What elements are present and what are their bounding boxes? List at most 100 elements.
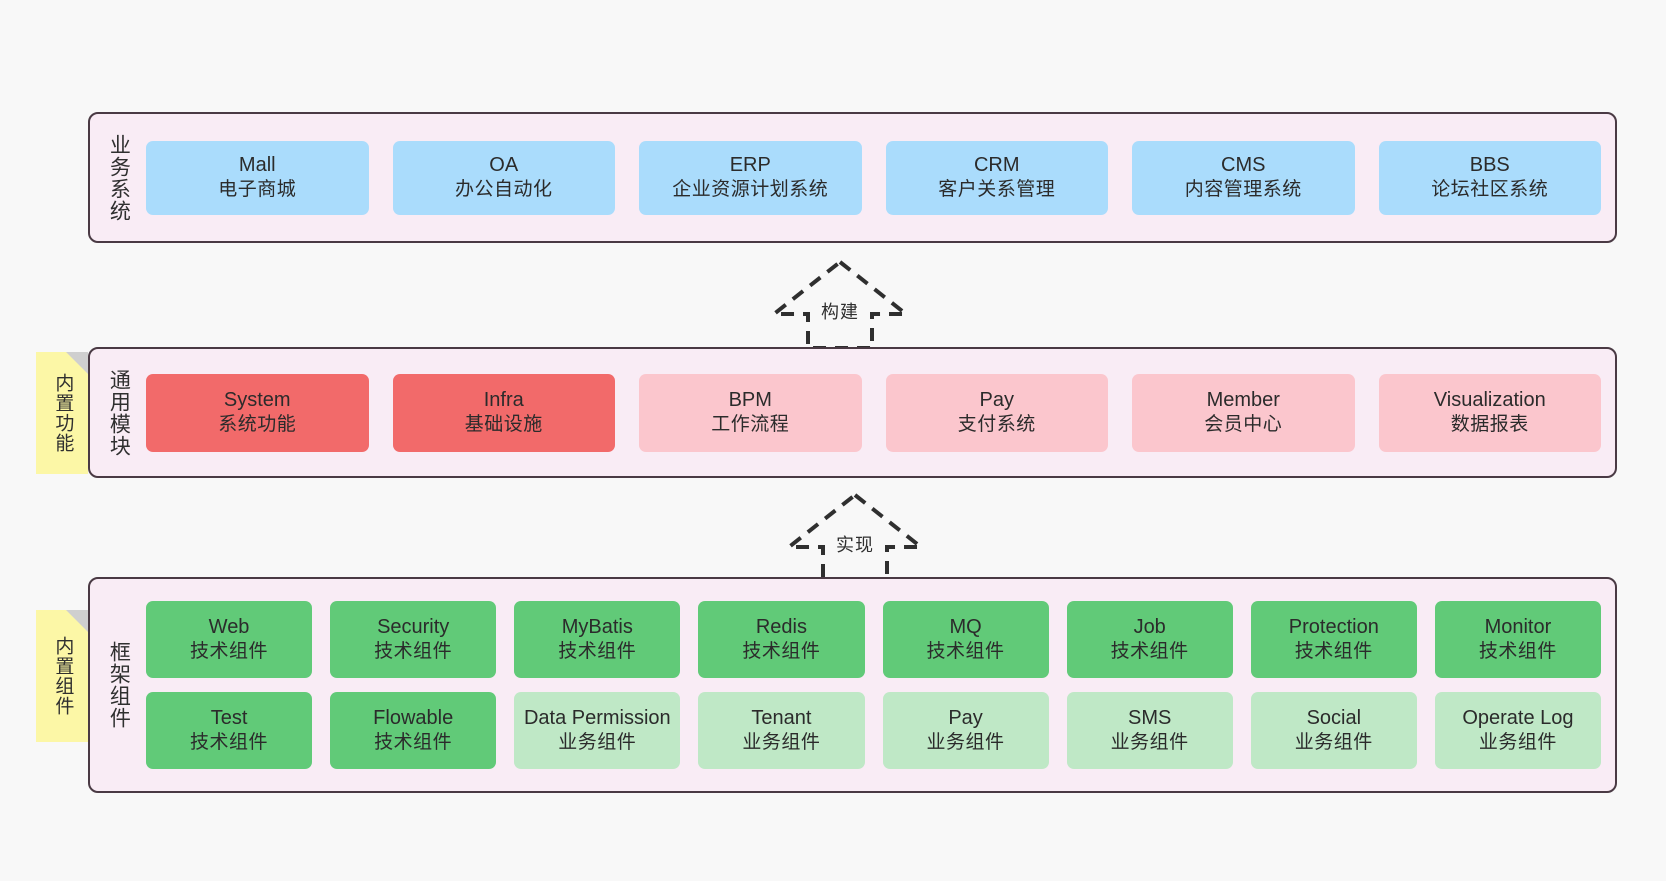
- node-title-en: Test: [210, 706, 248, 729]
- node-title-cn: 客户关系管理: [938, 179, 1056, 201]
- node-security[interactable]: Security 技术组件: [330, 601, 497, 678]
- node-title-cn: 技术组件: [374, 732, 453, 754]
- node-monitor[interactable]: Monitor 技术组件: [1434, 601, 1601, 678]
- node-title-cn: 业务组件: [1110, 732, 1189, 754]
- node-title-cn: 系统功能: [218, 414, 297, 436]
- node-title-en: MyBatis: [561, 615, 633, 638]
- node-title-cn: 会员中心: [1204, 414, 1283, 436]
- node-title-en: System: [223, 388, 291, 411]
- node-title-cn: 技术组件: [190, 641, 269, 663]
- node-title-en: CMS: [1221, 153, 1266, 176]
- node-title-en: MQ: [949, 615, 982, 638]
- node-bpm[interactable]: BPM 工作流程: [639, 373, 862, 452]
- node-operate-log[interactable]: Operate Log 业务组件: [1434, 692, 1601, 769]
- node-title-en: Pay: [948, 706, 983, 729]
- layer-title-common-modules: 通用模块: [107, 368, 131, 457]
- node-pay-module[interactable]: Pay 支付系统: [885, 373, 1108, 452]
- node-crm[interactable]: CRM 客户关系管理: [885, 140, 1108, 215]
- node-title-en: Monitor: [1484, 615, 1552, 638]
- sticky-fold-corner-icon: [66, 610, 88, 632]
- node-title-en: Operate Log: [1462, 706, 1574, 729]
- node-system[interactable]: System 系统功能: [146, 373, 369, 452]
- node-row: Test 技术组件 Flowable 技术组件 Data Permission …: [146, 692, 1601, 769]
- node-title-en: Visualization: [1433, 388, 1546, 411]
- node-title-en: Job: [1133, 615, 1166, 638]
- node-title-cn: 业务组件: [926, 732, 1005, 754]
- node-title-en: BBS: [1469, 153, 1510, 176]
- connector-realize: 实现: [775, 489, 935, 585]
- node-member[interactable]: Member 会员中心: [1132, 373, 1355, 452]
- layer-title-framework-components: 框架组件: [107, 641, 131, 729]
- node-title-cn: 论坛社区系统: [1431, 179, 1549, 201]
- node-title-cn: 办公自动化: [454, 179, 553, 201]
- layer-title-business-systems: 业务系统: [107, 133, 131, 222]
- node-title-en: Flowable: [373, 706, 454, 729]
- node-row: System 系统功能 Infra 基础设施 BPM 工作流程 Pay 支付系统…: [146, 373, 1601, 452]
- node-row: Mall 电子商城 OA 办公自动化 ERP 企业资源计划系统 CRM 客户关系…: [146, 140, 1601, 215]
- node-infra[interactable]: Infra 基础设施: [392, 373, 615, 452]
- node-mq[interactable]: MQ 技术组件: [882, 601, 1049, 678]
- node-job[interactable]: Job 技术组件: [1066, 601, 1233, 678]
- node-title-cn: 工作流程: [711, 414, 790, 436]
- node-title-en: BPM: [728, 388, 772, 411]
- node-flowable[interactable]: Flowable 技术组件: [330, 692, 497, 769]
- layer-body-common-modules: System 系统功能 Infra 基础设施 BPM 工作流程 Pay 支付系统…: [146, 349, 1615, 476]
- node-oa[interactable]: OA 办公自动化: [392, 140, 615, 215]
- node-title-cn: 技术组件: [1478, 641, 1557, 663]
- layer-business-systems: 业务系统 Mall 电子商城 OA 办公自动化 ERP 企业资源计划系统 CRM…: [88, 112, 1617, 243]
- node-title-cn: 支付系统: [957, 414, 1036, 436]
- node-title-cn: 电子商城: [218, 179, 297, 201]
- node-title-en: Pay: [979, 388, 1014, 411]
- node-title-en: Mall: [238, 153, 276, 176]
- node-title-en: Tenant: [751, 706, 812, 729]
- node-sms[interactable]: SMS 业务组件: [1066, 692, 1233, 769]
- node-title-cn: 业务组件: [1294, 732, 1373, 754]
- node-mybatis[interactable]: MyBatis 技术组件: [514, 601, 681, 678]
- sticky-note-builtin-function: 内置功能: [36, 352, 88, 474]
- node-title-en: Protection: [1288, 615, 1379, 638]
- node-title-cn: 技术组件: [1294, 641, 1373, 663]
- node-row: Web 技术组件 Security 技术组件 MyBatis 技术组件 Redi…: [146, 601, 1601, 678]
- node-title-cn: 技术组件: [1110, 641, 1189, 663]
- node-pay-component[interactable]: Pay 业务组件: [882, 692, 1049, 769]
- sticky-note-label: 内置组件: [52, 636, 74, 716]
- node-bbs[interactable]: BBS 论坛社区系统: [1378, 140, 1601, 215]
- node-social[interactable]: Social 业务组件: [1250, 692, 1417, 769]
- node-title-en: Infra: [483, 388, 524, 411]
- node-title-cn: 内容管理系统: [1184, 179, 1302, 201]
- layer-framework-components: 框架组件 Web 技术组件 Security 技术组件 MyBatis 技术组件…: [88, 577, 1617, 793]
- node-protection[interactable]: Protection 技术组件: [1250, 601, 1417, 678]
- node-title-cn: 技术组件: [926, 641, 1005, 663]
- node-title-cn: 技术组件: [190, 732, 269, 754]
- node-mall[interactable]: Mall 电子商城: [146, 140, 369, 215]
- layer-body-framework-components: Web 技术组件 Security 技术组件 MyBatis 技术组件 Redi…: [146, 579, 1615, 791]
- sticky-note-label: 内置功能: [52, 373, 74, 453]
- node-title-en: ERP: [729, 153, 771, 176]
- node-test[interactable]: Test 技术组件: [146, 692, 313, 769]
- connector-label: 实现: [836, 535, 874, 555]
- node-title-cn: 业务组件: [558, 732, 637, 754]
- node-web[interactable]: Web 技术组件: [146, 601, 313, 678]
- node-title-cn: 数据报表: [1450, 414, 1529, 436]
- node-title-en: OA: [489, 153, 519, 176]
- node-title-en: Data Permission: [523, 706, 671, 729]
- node-visualization[interactable]: Visualization 数据报表: [1378, 373, 1601, 452]
- node-title-cn: 业务组件: [742, 732, 821, 754]
- node-title-cn: 技术组件: [742, 641, 821, 663]
- sticky-note-builtin-component: 内置组件: [36, 610, 88, 742]
- node-erp[interactable]: ERP 企业资源计划系统: [639, 140, 862, 215]
- layer-common-modules: 通用模块 System 系统功能 Infra 基础设施 BPM 工作流程 Pay…: [88, 347, 1617, 478]
- node-tenant[interactable]: Tenant 业务组件: [698, 692, 865, 769]
- node-data-permission[interactable]: Data Permission 业务组件: [514, 692, 681, 769]
- sticky-fold-corner-icon: [66, 352, 88, 374]
- node-cms[interactable]: CMS 内容管理系统: [1132, 140, 1355, 215]
- layer-body-business-systems: Mall 电子商城 OA 办公自动化 ERP 企业资源计划系统 CRM 客户关系…: [146, 114, 1615, 241]
- connector-label: 构建: [821, 302, 859, 322]
- node-title-en: SMS: [1128, 706, 1172, 729]
- node-redis[interactable]: Redis 技术组件: [698, 601, 865, 678]
- node-title-cn: 技术组件: [558, 641, 637, 663]
- node-title-en: Social: [1306, 706, 1362, 729]
- node-title-en: CRM: [973, 153, 1020, 176]
- node-title-cn: 基础设施: [464, 414, 543, 436]
